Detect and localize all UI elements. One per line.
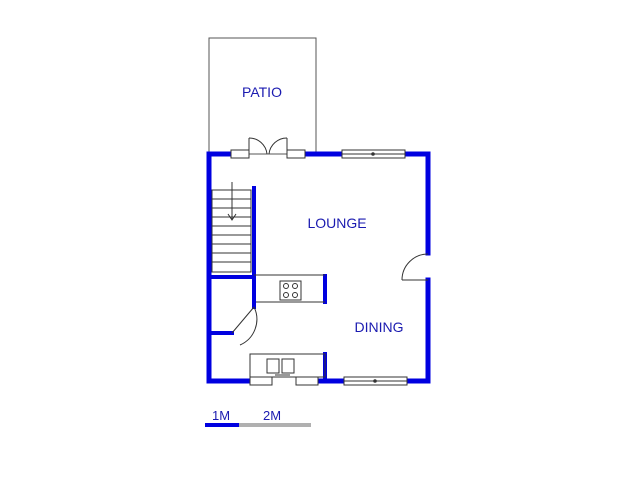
scale-bar: 1M 2M bbox=[205, 408, 311, 427]
scale-bar-segment-1 bbox=[205, 423, 239, 427]
patio-area bbox=[208, 37, 317, 155]
scale-label-2m: 2M bbox=[263, 408, 281, 423]
room-label-patio: PATIO bbox=[242, 84, 282, 100]
window-marker bbox=[371, 152, 375, 156]
kitchen-counter-sink bbox=[249, 353, 326, 378]
staircase bbox=[211, 182, 252, 273]
window-marker bbox=[373, 379, 377, 383]
side-door bbox=[401, 253, 429, 281]
room-label-lounge: LOUNGE bbox=[307, 215, 366, 231]
scale-label-1m: 1M bbox=[212, 408, 230, 423]
exterior-walls bbox=[206, 151, 431, 384]
room-label-dining: DINING bbox=[355, 319, 404, 335]
interior-walls bbox=[209, 186, 327, 383]
scale-bar-segment-2 bbox=[239, 423, 311, 427]
patio-double-door bbox=[248, 137, 288, 155]
windows bbox=[230, 149, 408, 386]
closet-door bbox=[231, 306, 258, 346]
kitchen-counter-stove bbox=[254, 274, 325, 303]
